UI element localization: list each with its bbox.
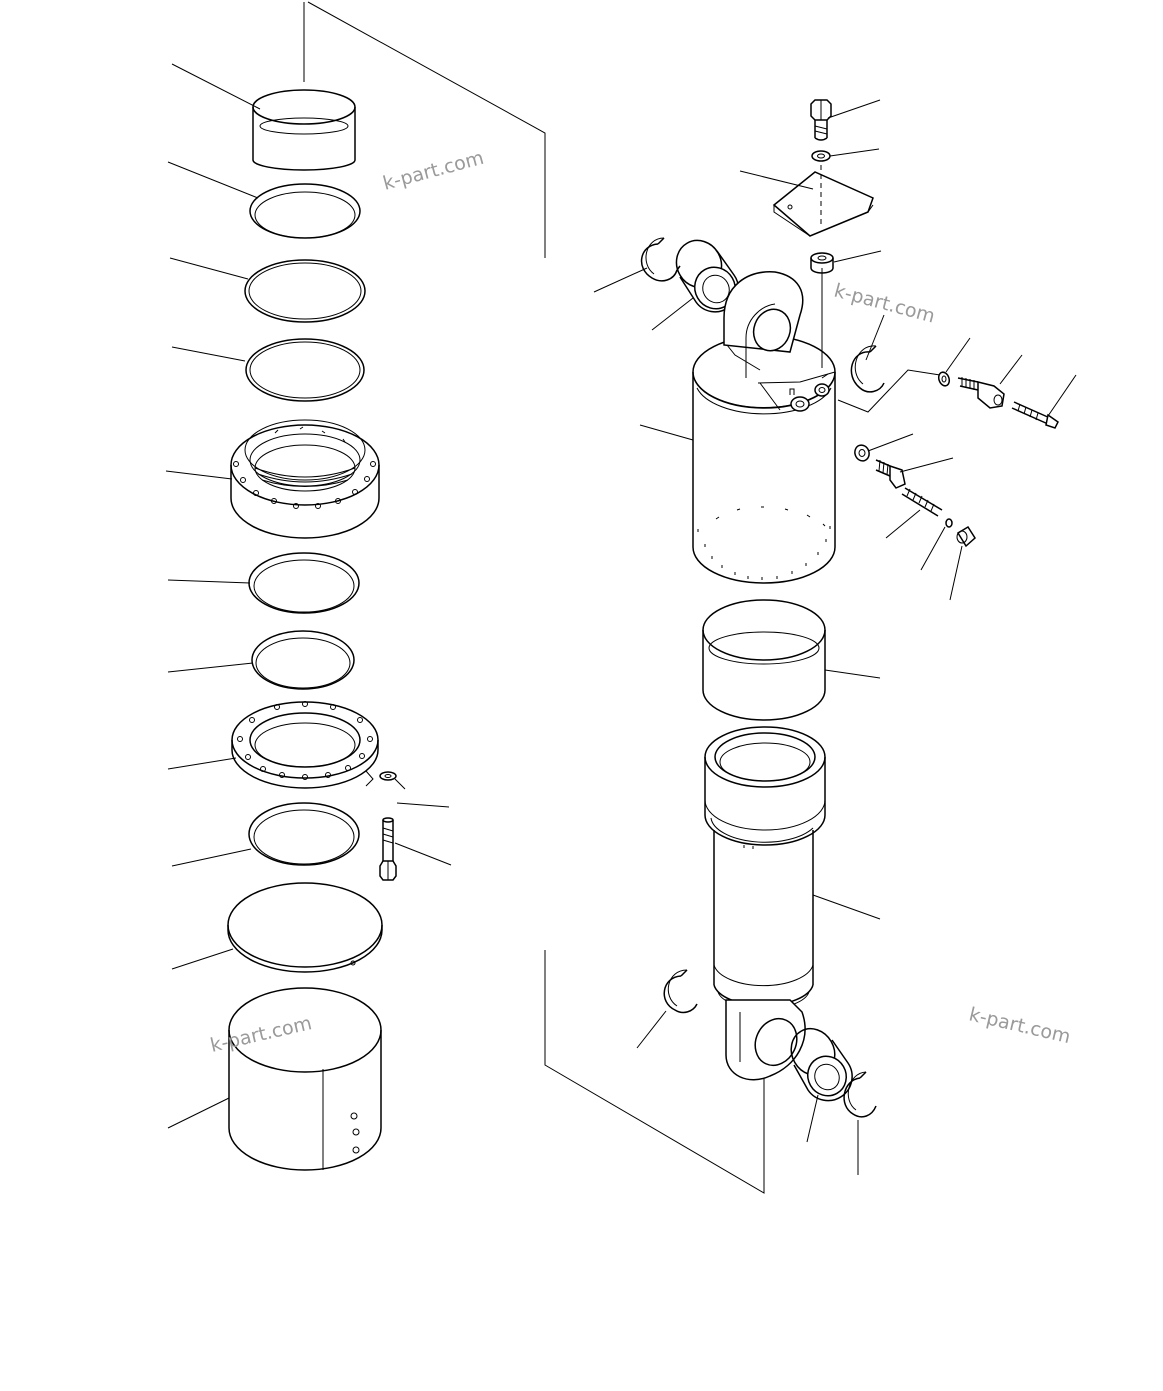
bleed-screw <box>901 487 943 517</box>
flange-bolt <box>379 817 397 881</box>
watermarks: k-part.com k-part.com k-part.com k-part.… <box>208 147 1072 1057</box>
lock-plate <box>772 165 874 237</box>
tube-bolt-marks <box>697 506 831 580</box>
top-spherical-bushing <box>675 239 740 313</box>
nut-bolt-holes <box>233 426 376 509</box>
o-ring-1 <box>244 259 366 323</box>
bolt-guide-line <box>365 770 406 790</box>
lower-snap-ring-left <box>663 969 698 1014</box>
flange-plate <box>231 701 379 789</box>
watermark-text: k-part.com <box>832 280 938 328</box>
piston-rod <box>704 726 826 1010</box>
check-valve-fitting <box>957 377 1005 409</box>
grease-nipple-washer <box>937 371 951 387</box>
port-adapter <box>875 459 906 489</box>
lower-spherical-bushing <box>790 1027 853 1102</box>
cylinder-tube <box>692 335 836 584</box>
flange-washer <box>379 771 397 781</box>
large-seal-ring <box>227 882 383 973</box>
relief-valve-insert <box>1011 401 1059 429</box>
piston-ring-4 <box>248 802 360 866</box>
backup-ring-1 <box>245 338 365 402</box>
left-leader-lines <box>165 63 452 1129</box>
small-ball <box>945 518 953 528</box>
eye-snap-ring <box>850 345 885 393</box>
top-snap-ring <box>640 237 681 282</box>
grease-fitting-bosses <box>789 373 830 412</box>
top-bushing <box>252 89 356 171</box>
piston-ring-2 <box>248 552 360 614</box>
top-bolt <box>810 99 832 141</box>
right-leader-lines <box>593 99 1077 1175</box>
piston-ring-3 <box>251 630 355 690</box>
stop-sleeve <box>702 599 826 721</box>
cylinder-head-nut <box>230 419 380 539</box>
cap-nut <box>956 525 976 548</box>
spacer-collar <box>810 252 834 274</box>
top-washer <box>811 150 831 162</box>
right-column-parts <box>593 99 1077 1175</box>
port-washer <box>854 444 870 462</box>
watermark-text: k-part.com <box>967 1003 1073 1048</box>
cylinder-eye <box>723 271 836 411</box>
frame-guide-lines <box>303 1 941 1194</box>
lower-snap-ring-right <box>843 1071 877 1118</box>
watermark-text: k-part.com <box>381 147 487 195</box>
flange-bolt-holes <box>237 701 373 780</box>
bottom-guard-sleeve <box>228 987 382 1171</box>
watermark-text: k-part.com <box>208 1012 314 1057</box>
piston-ring-1 <box>249 183 361 239</box>
rod-eye <box>725 999 806 1081</box>
left-column-parts <box>165 63 452 1171</box>
